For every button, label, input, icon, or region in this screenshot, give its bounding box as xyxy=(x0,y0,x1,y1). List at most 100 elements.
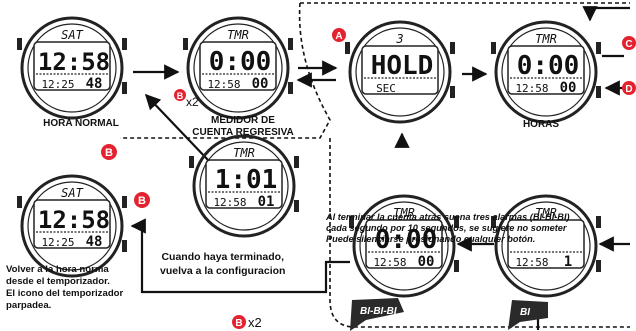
watch-side-button xyxy=(122,82,127,94)
watch-side-button xyxy=(596,42,601,54)
svg-text:A: A xyxy=(335,31,342,42)
alarm-note-line-1: Al terminar la cuenta atrás suena tres a… xyxy=(326,212,570,222)
bibibi-pointer xyxy=(350,298,404,331)
watch-side-button xyxy=(122,38,127,50)
watch-side-button xyxy=(288,38,293,50)
svg-text:C: C xyxy=(625,39,632,50)
button-b-marker-3 xyxy=(134,192,150,208)
watch-side-button xyxy=(122,240,127,252)
return-note-line-1: Cuando haya terminado, xyxy=(161,251,284,263)
flow-arrows xyxy=(130,6,630,330)
caption-medidor-1: MEDIDOR DE xyxy=(211,115,275,126)
watch-bezel xyxy=(348,20,452,124)
svg-text:D: D xyxy=(625,84,632,95)
watch-side-button xyxy=(450,86,455,98)
watch-main-text: 0:00 xyxy=(209,47,272,77)
svg-text:B: B xyxy=(177,91,184,101)
watch-bezel xyxy=(20,174,124,278)
watch-main-text: 12:58 xyxy=(38,206,110,234)
watch-seconds-text: 1 xyxy=(564,254,572,270)
watch-side-button xyxy=(288,82,293,94)
svg-text:B: B xyxy=(105,147,113,159)
watch-top-text: TMR xyxy=(227,28,249,42)
bi-label: BI xyxy=(520,307,530,318)
watch-bezel xyxy=(186,16,290,120)
back-note-line-4: parpadea. xyxy=(6,300,52,311)
back-note-line-1: Volver a la hora norma xyxy=(6,264,109,275)
watch-side-button xyxy=(183,38,188,50)
dashed-region xyxy=(120,2,630,328)
watch-lcd xyxy=(33,199,111,249)
caption-medidor-2: CUENTA REGRESIVA xyxy=(192,127,294,138)
arrow-count-to-normal xyxy=(144,93,209,161)
watch-seconds-text: 48 xyxy=(86,76,103,92)
svg-text:B: B xyxy=(138,195,146,207)
watch-lcd xyxy=(365,219,443,269)
return-note: Cuando haya terminado, vuelva a la confi… xyxy=(160,250,285,278)
alarm-note-line-3: Puede silenciarse presionando cualquier … xyxy=(326,234,536,244)
button-d-marker xyxy=(622,81,636,95)
watch-top-text: TMR xyxy=(535,206,557,220)
watch-bezel xyxy=(494,194,598,298)
watch-sub-text: 12:58 xyxy=(207,78,240,91)
watch-side-button xyxy=(491,42,496,54)
watch-seconds-text: 00 xyxy=(560,80,577,96)
watch-seconds-text: 00 xyxy=(252,76,269,92)
watch-lcd xyxy=(33,41,111,91)
watch-side-button xyxy=(596,260,601,272)
watch-main-text: 0:00 xyxy=(517,51,580,81)
watch-side-button xyxy=(596,86,601,98)
watch-side-button xyxy=(454,216,459,228)
watch-bezel xyxy=(494,20,598,124)
watch-side-button xyxy=(17,38,22,50)
button-a-marker xyxy=(332,28,346,42)
watch-lcd xyxy=(507,219,585,269)
watch-top-text: SAT xyxy=(61,28,83,42)
watch-bezel xyxy=(352,194,456,298)
x2-label-top: x2 xyxy=(186,95,199,109)
watch-seconds-text: 00 xyxy=(418,254,435,270)
watch-top-text: TMR xyxy=(535,32,557,46)
alarm-pointers: BI-BI-BI BI xyxy=(350,298,548,331)
svg-text:B: B xyxy=(235,318,242,329)
watch-sub-text: 12:58 xyxy=(373,256,406,269)
watch-side-button xyxy=(349,216,354,228)
button-b-marker-1 xyxy=(174,89,186,101)
button-b-marker-4 xyxy=(232,315,246,329)
button-b-marker-2 xyxy=(101,144,117,160)
watch-main-text: 1:01 xyxy=(215,165,278,195)
watch-seconds-text: 48 xyxy=(86,234,103,250)
return-note-line-2: vuelva a la configuracion xyxy=(160,265,286,277)
caption-horas: HORAS xyxy=(522,119,560,130)
watch-sub-text: 12:58 xyxy=(515,256,548,269)
watch-bezel xyxy=(20,16,124,120)
watch-main-text: 12:58 xyxy=(38,48,110,76)
alarm-note: Al terminar la cuenta atrás suena tres a… xyxy=(326,212,570,245)
bibibi-label: BI-BI-BI xyxy=(360,306,397,317)
watch-top-text: SAT xyxy=(61,186,83,200)
watch-top-text: 3 xyxy=(395,32,403,46)
watch-normal2: SAT 12:58 12:25 48 xyxy=(17,174,127,278)
watch-counting: TMR 12:58 1 xyxy=(491,194,601,298)
button-markers: A B B B B C D xyxy=(101,28,636,329)
back-note: Volver a la hora norma desde el temporiz… xyxy=(6,264,123,312)
watch-top-text: TMR xyxy=(233,146,255,160)
watch-lcd xyxy=(205,159,283,209)
watch-sub-text: 12:58 xyxy=(515,82,548,95)
watch-lcd xyxy=(199,41,277,91)
watch-side-button xyxy=(294,200,299,212)
watch-sub-text: 12:25 xyxy=(41,236,74,249)
watch-bezel xyxy=(192,134,296,238)
watch-side-button xyxy=(17,196,22,208)
x2-label-bottom: x2 xyxy=(248,315,262,330)
watch-side-button xyxy=(294,156,299,168)
watch-lcd xyxy=(507,45,585,95)
watch-lcd xyxy=(361,45,439,95)
button-c-marker xyxy=(622,36,636,50)
